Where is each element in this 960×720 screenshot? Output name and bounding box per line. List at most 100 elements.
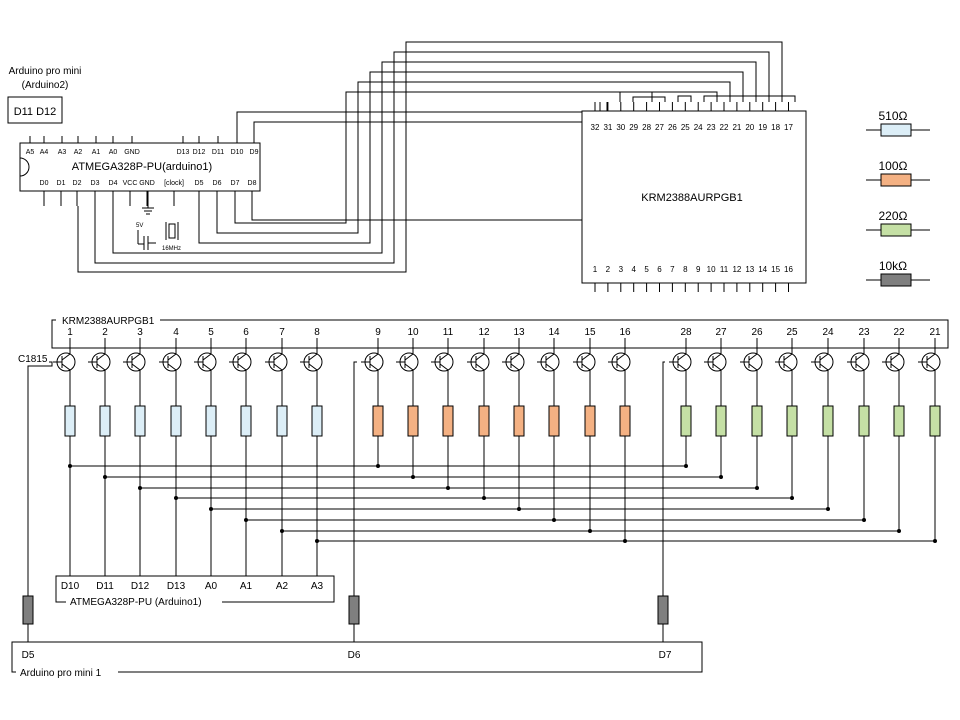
transistor-emitter <box>748 363 758 371</box>
module-pin-number: 7 <box>279 327 285 338</box>
module-pin-number: 12 <box>478 327 490 338</box>
led-matrix-module <box>581 110 807 284</box>
transistor-collector <box>510 353 520 361</box>
ground-symbol <box>142 191 154 215</box>
chip-top-pin-label: D11 <box>212 149 224 156</box>
transistor-collector <box>783 353 793 361</box>
module-bottom-pin-label: 1 <box>593 265 598 274</box>
transistor-emitter <box>783 363 793 371</box>
transistor-collector <box>61 353 71 361</box>
transistor-emitter <box>131 363 141 371</box>
transistor-emitter <box>677 363 687 371</box>
transistor-collector <box>202 353 212 361</box>
transistor-collector <box>308 353 318 361</box>
resistor <box>513 405 525 437</box>
module-top-pin-label: 18 <box>771 123 780 132</box>
transistor-emitter <box>890 363 900 371</box>
module-top-pin-label: 30 <box>616 123 625 132</box>
junction-dot <box>588 529 592 533</box>
module-bottom-pin-label: 4 <box>631 265 636 274</box>
transistor-collector <box>131 353 141 361</box>
module-pin-number: 13 <box>513 327 525 338</box>
chip-module-wire <box>251 102 601 221</box>
module-bottom-pin-label: 5 <box>644 265 649 274</box>
junction-dot <box>209 507 213 511</box>
resistor <box>311 405 323 437</box>
transistor-emitter <box>926 363 936 371</box>
transistor-collector <box>926 353 936 361</box>
junction-dot <box>315 539 319 543</box>
transistor-emitter <box>545 363 555 371</box>
module-pin-number: 24 <box>822 327 834 338</box>
module-bottom-pin-label: 15 <box>771 265 780 274</box>
transistor-emitter <box>202 363 212 371</box>
atmega-pin-label: D13 <box>167 581 186 592</box>
chip-module-wire <box>677 95 692 102</box>
module-pin-number: 26 <box>751 327 763 338</box>
chip-bottom-pin-label: VCC <box>123 180 138 187</box>
module-top-pin-label: 22 <box>720 123 729 132</box>
junction-dot <box>933 539 937 543</box>
base-control-wire <box>27 361 53 596</box>
transistor-collector <box>748 353 758 361</box>
module-pin-number: 8 <box>314 327 320 338</box>
junction-dot <box>755 486 759 490</box>
atmega-pin-label: A0 <box>205 581 218 592</box>
chip-module-wire <box>198 71 744 244</box>
resistor <box>99 405 111 437</box>
atmega-header-label: ATMEGA328P-PU (Arduino1) <box>70 597 202 608</box>
junction-dot <box>244 518 248 522</box>
transistor-collector <box>439 353 449 361</box>
transistor-emitter <box>167 363 177 371</box>
transistor-row <box>53 338 941 395</box>
resistor <box>751 405 763 437</box>
resistor <box>442 405 454 437</box>
chip-module-wire <box>632 96 666 102</box>
transistor-collector <box>167 353 177 361</box>
legend-resistor-swatch <box>880 273 912 287</box>
resistor <box>134 405 146 437</box>
junction-dot <box>623 539 627 543</box>
junction-dot <box>482 496 486 500</box>
junction-dot <box>552 518 556 522</box>
module-top-pin-label: 25 <box>681 123 690 132</box>
chip-pin-stubs <box>29 136 255 206</box>
junction-dot <box>138 486 142 490</box>
transistor-emitter <box>855 363 865 371</box>
chip-top-pin-label: GND <box>124 149 140 156</box>
resistor-row <box>22 395 941 642</box>
resistor <box>548 405 560 437</box>
atmega-pin-label: D10 <box>61 581 80 592</box>
chip-module-wire <box>234 91 718 224</box>
junction-dot <box>376 464 380 468</box>
resistor <box>715 405 727 437</box>
module-pin-number: 1 <box>67 327 73 338</box>
module-bottom-pin-label: 9 <box>696 265 701 274</box>
junction-dot <box>103 475 107 479</box>
transistor-collector <box>855 353 865 361</box>
resistor <box>372 405 384 437</box>
module-pin-number: 25 <box>786 327 798 338</box>
chip-bottom-pin-label: D6 <box>213 180 222 187</box>
transistor-collector <box>819 353 829 361</box>
chip-top-pin-label: A1 <box>92 149 101 156</box>
module-bottom-pin-label: 13 <box>745 265 754 274</box>
transistor-collector <box>273 353 283 361</box>
junction-dot <box>280 529 284 533</box>
junction-dot <box>790 496 794 500</box>
bus-wires <box>27 361 937 596</box>
module-top-pin-label: 24 <box>694 123 703 132</box>
module-top-pin-label: 27 <box>655 123 664 132</box>
transistor-collector <box>237 353 247 361</box>
legend-resistor-swatch <box>880 173 912 187</box>
chip-bottom-pin-label: D4 <box>109 180 118 187</box>
pulldown-resistor <box>22 595 34 625</box>
legend-resistor-label: 100Ω <box>879 159 908 173</box>
module-bottom-pin-label: 2 <box>606 265 611 274</box>
